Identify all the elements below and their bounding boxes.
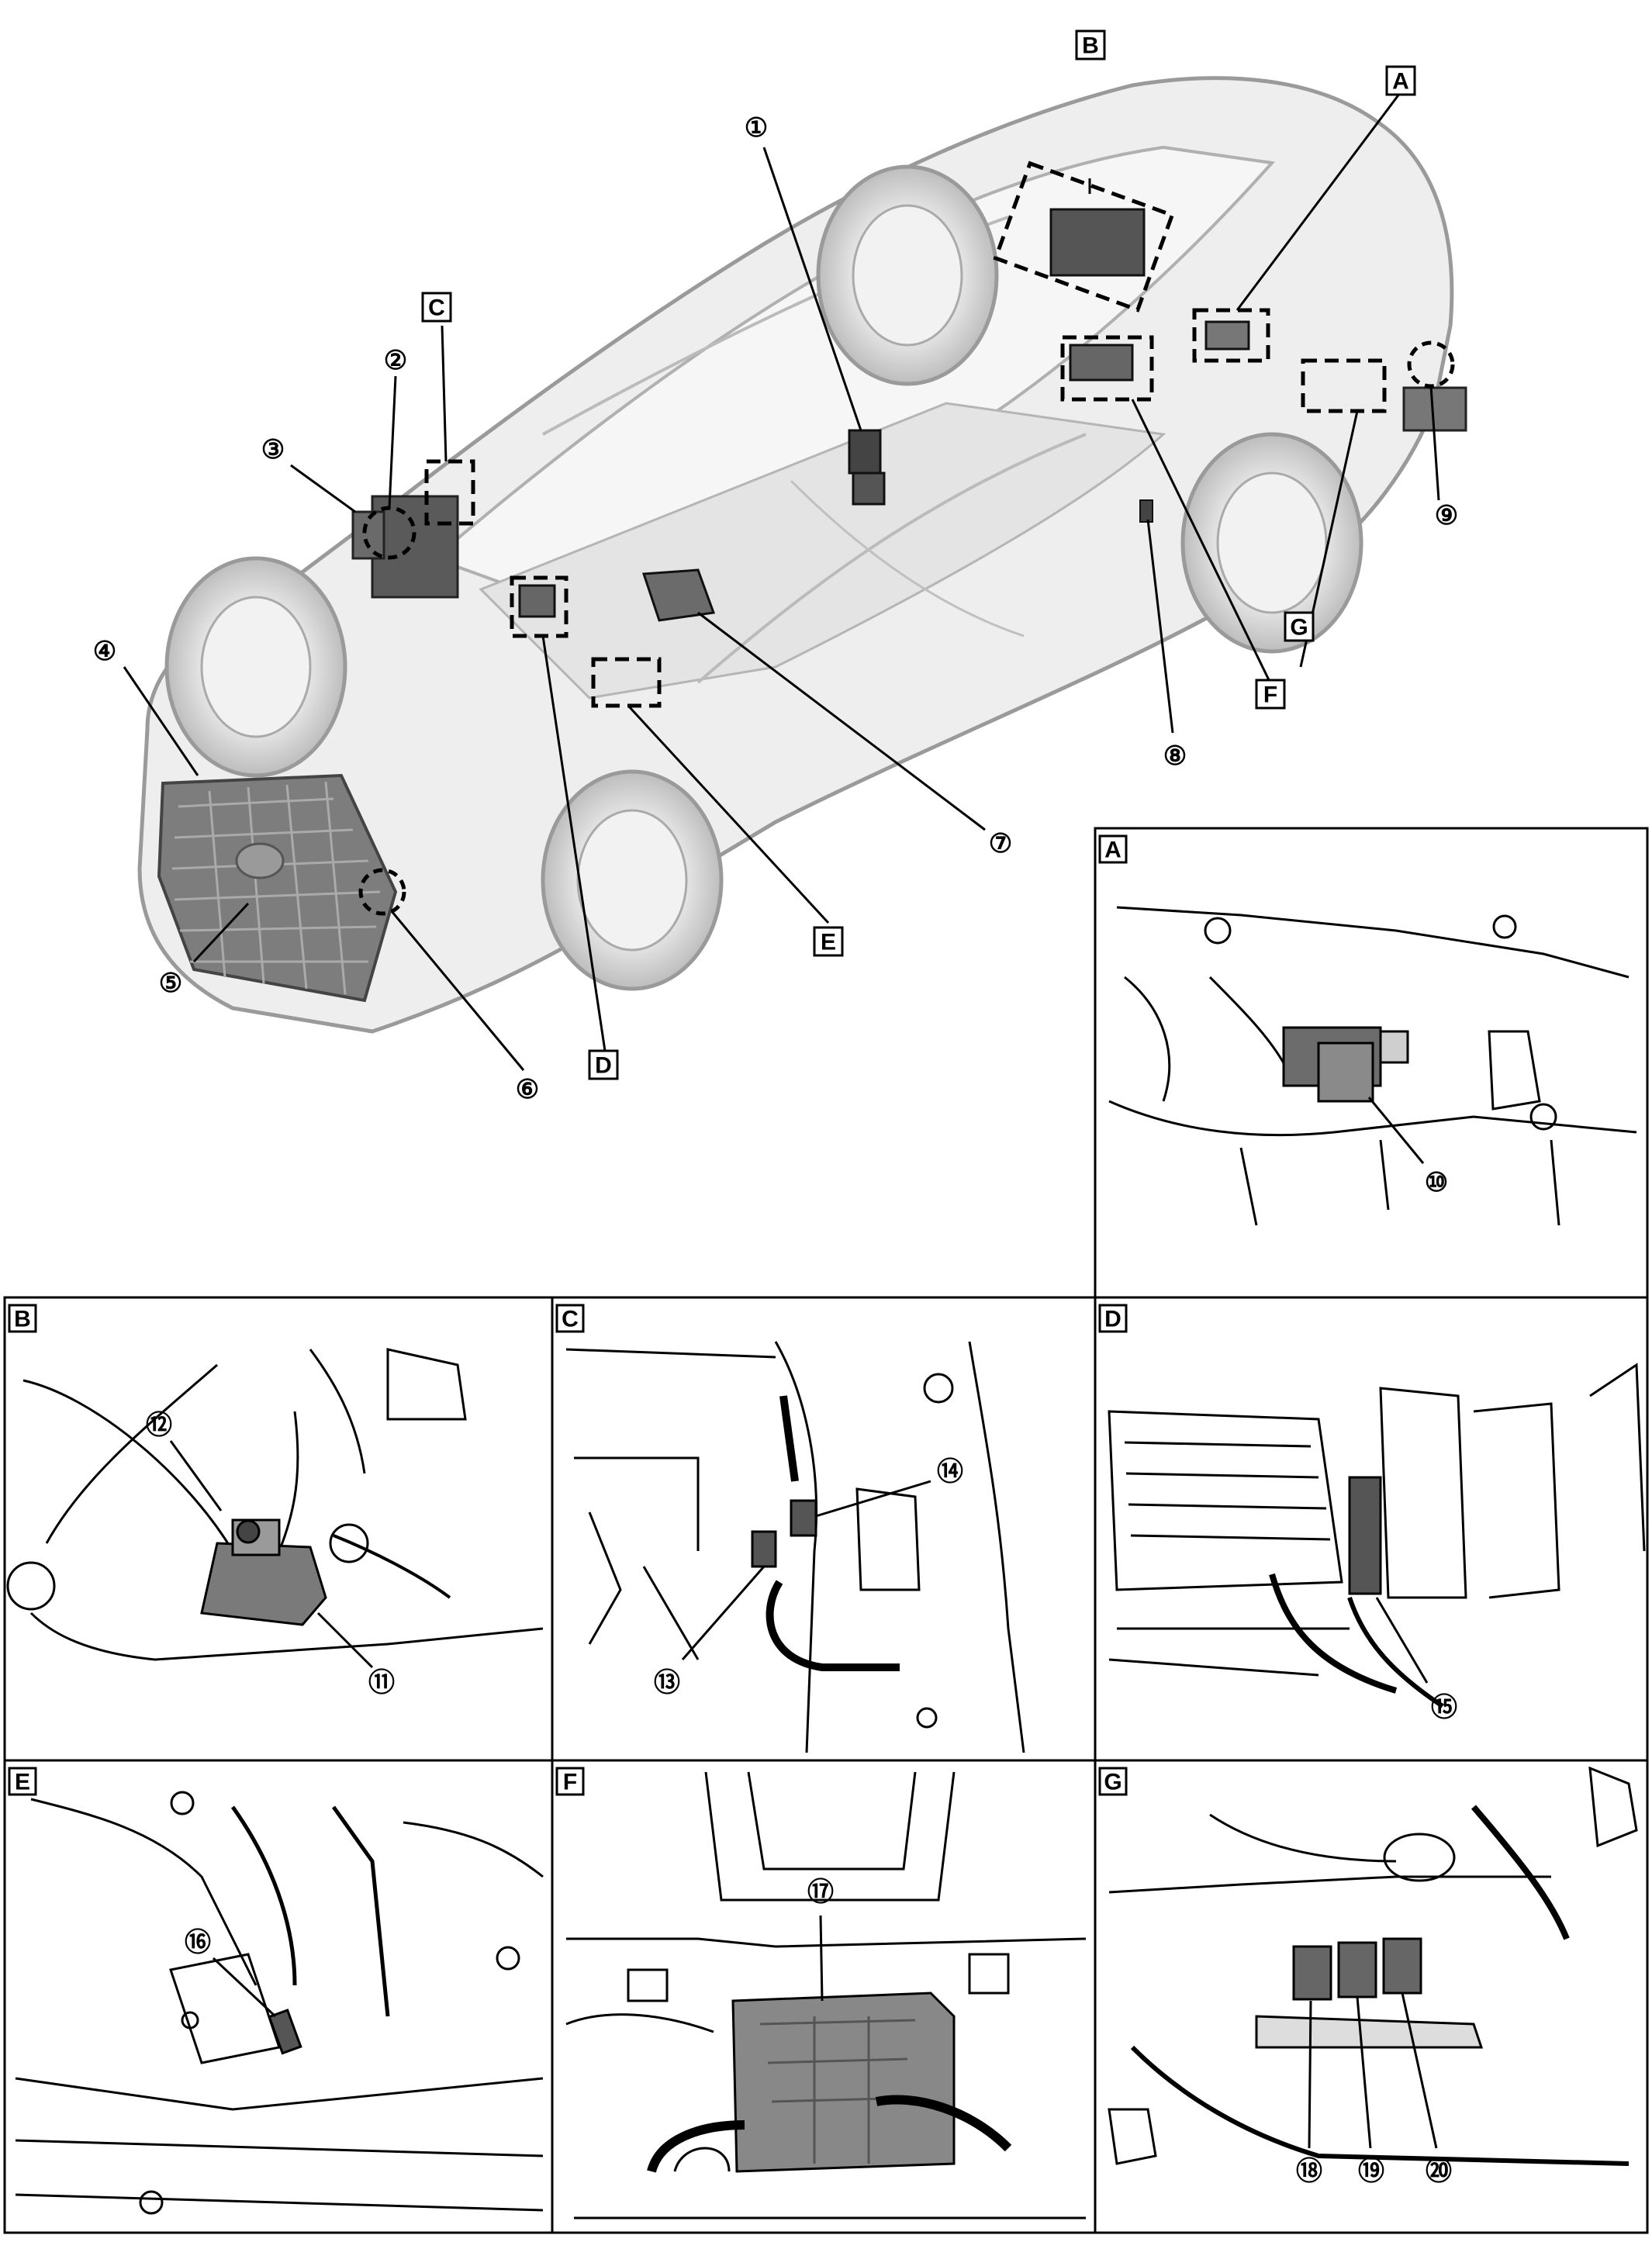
detail-panel-f	[565, 1771, 1087, 2220]
panel-c-label: C	[562, 1307, 579, 1332]
component-20	[1382, 1937, 1422, 1995]
panel-e-label: E	[15, 1770, 30, 1795]
detail-panel-grid	[3, 827, 1649, 2234]
detail-panel-e	[15, 1791, 544, 2215]
callout-6: ⑥	[516, 1075, 539, 1104]
component-13	[751, 1530, 777, 1568]
box-label-c: C	[428, 295, 445, 321]
component-17	[731, 1992, 956, 2173]
component-rear-unit	[1402, 386, 1467, 432]
component-sensor-7	[641, 568, 716, 622]
callout-19: ⑲	[1358, 2157, 1384, 2186]
wheel-front-left	[164, 556, 347, 778]
component-15	[1348, 1476, 1382, 1595]
dashed-box-f	[1060, 335, 1154, 402]
component-11	[200, 1518, 327, 1626]
component-sensor-8	[1139, 499, 1153, 523]
box-label-b: B	[1082, 33, 1099, 59]
dashed-circle-6	[358, 868, 406, 916]
dashed-box-c	[424, 459, 475, 526]
callout-2: ②	[384, 346, 407, 375]
component-12	[236, 1519, 261, 1544]
callout-12: ⑫	[146, 1411, 172, 1440]
detail-panel-c	[565, 1341, 1025, 1753]
callout-labels: ① ② ③ ④ ⑤ ⑥ ⑦ ⑧ ⑨ ⑩ ⑪ ⑫ ⑬ ⑭ ⑮ ⑯ ⑰ ⑱ ⑲ ⑳	[93, 113, 1458, 2186]
front-grille	[157, 773, 398, 1003]
panel-d-label: D	[1104, 1307, 1121, 1332]
component-18	[1292, 1945, 1332, 2001]
wheel-rear-left	[816, 164, 999, 386]
callout-7: ⑦	[989, 829, 1012, 858]
car-interior-line	[790, 479, 1025, 637]
callout-10: ⑩	[1425, 1168, 1448, 1197]
detail-panel-g	[1108, 1766, 1638, 2166]
component-19	[1337, 1941, 1377, 1998]
panel-f-label: F	[563, 1770, 577, 1795]
component-10	[1282, 1026, 1409, 1103]
car-overview	[123, 76, 1467, 1071]
callout-3: ③	[261, 435, 285, 465]
box-label-e: E	[821, 930, 836, 955]
callout-9: ⑨	[1435, 501, 1458, 530]
component-module-d	[518, 584, 556, 618]
box-label-f: F	[1263, 682, 1277, 708]
panel-a-label: A	[1104, 838, 1121, 863]
detail-panel-a	[1108, 906, 1637, 1226]
box-label-a: A	[1392, 69, 1409, 95]
callout-17: ⑰	[807, 1878, 834, 1907]
leader-lines	[123, 92, 1440, 1071]
box-label-g: G	[1290, 615, 1308, 641]
panel-g-label: G	[1104, 1770, 1121, 1795]
callout-13: ⑬	[654, 1668, 680, 1698]
dashed-box-a	[1192, 308, 1270, 363]
box-letter-labels: B A C G F E D A B C D E F G	[8, 29, 1416, 1796]
panel-b-label: B	[14, 1307, 31, 1332]
component-module-f	[1069, 344, 1134, 382]
component-16	[268, 2009, 302, 2055]
component-center-unit	[848, 429, 886, 506]
component-module-a	[1204, 320, 1250, 351]
component-module-b	[1049, 208, 1146, 277]
callout-11: ⑪	[368, 1668, 395, 1698]
wheel-rear-right	[1180, 432, 1363, 654]
callout-20: ⑳	[1426, 2157, 1452, 2186]
dashed-box-b	[993, 161, 1175, 313]
box-label-d: D	[595, 1053, 612, 1079]
component-battery-unit	[351, 495, 459, 599]
callout-4: ④	[93, 637, 116, 666]
component-14	[790, 1499, 817, 1537]
callout-5: ⑤	[159, 969, 182, 998]
callout-15: ⑮	[1431, 1693, 1457, 1722]
callout-18: ⑱	[1296, 2157, 1322, 2186]
callout-1: ①	[745, 113, 768, 143]
callout-14: ⑭	[937, 1457, 963, 1487]
detail-panel-b	[6, 1348, 544, 1669]
car-interior-line	[696, 433, 1087, 684]
dashed-box-e	[591, 657, 662, 708]
callout-16: ⑯	[185, 1928, 211, 1957]
detail-panel-d	[1108, 1363, 1646, 1708]
wheel-front-right	[541, 769, 724, 991]
dashed-box-d	[510, 575, 569, 638]
callout-8: ⑧	[1163, 741, 1187, 771]
